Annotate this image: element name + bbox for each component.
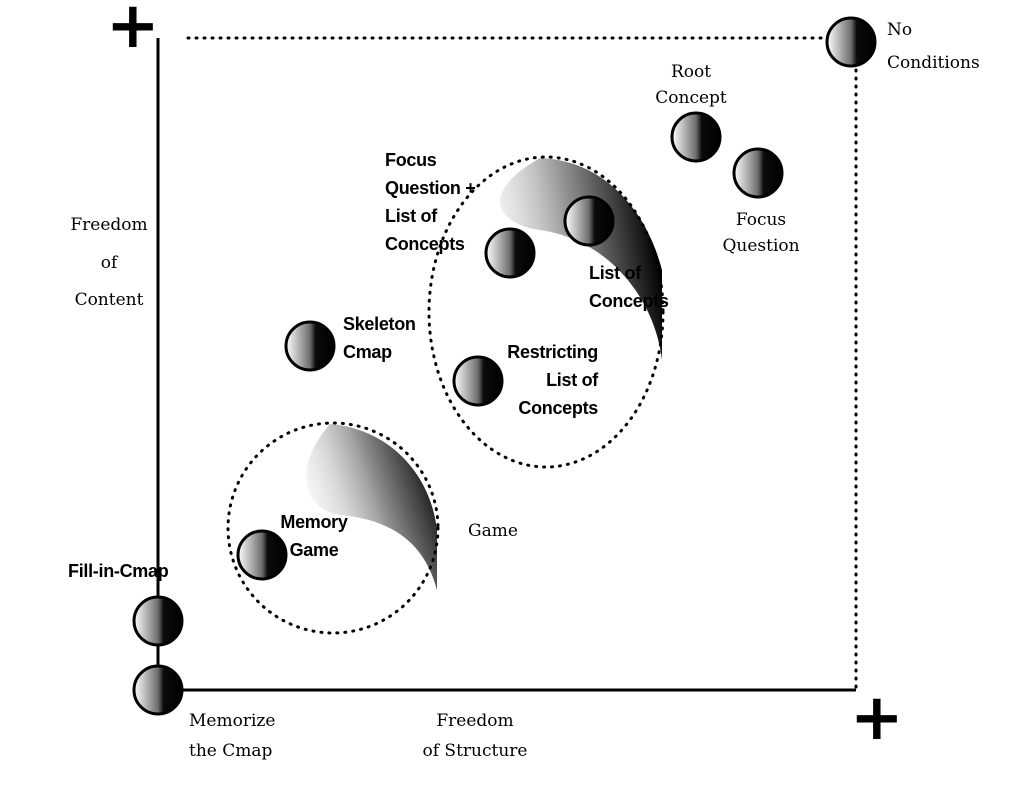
memory-game-node: [236, 529, 288, 581]
list-of-concepts-node: [563, 195, 615, 247]
focus-question-node: [732, 147, 784, 199]
y-axis-label-line: Content: [74, 290, 144, 310]
root-concept-node: [670, 111, 722, 163]
concepts-region-shading: [500, 158, 662, 360]
x-axis-label-line: Freedom: [436, 711, 514, 731]
game-region-shading: [306, 424, 437, 590]
label-line: Root: [670, 62, 712, 82]
label-line: Memorize: [189, 711, 276, 731]
no-conditions-node: [825, 16, 877, 68]
game-region-label: Game: [468, 521, 518, 541]
label-line: Conditions: [887, 53, 980, 73]
label-line: Concepts: [385, 234, 465, 254]
x-axis-plus-sign: +: [850, 681, 904, 755]
no-conditions-label: No Conditions: [887, 17, 980, 76]
label-line: Skeleton: [343, 314, 416, 334]
y-axis-label: Freedom of Content: [64, 212, 154, 313]
label-line: List of: [546, 370, 598, 390]
label-line: List of: [385, 206, 437, 226]
label-line: Question: [722, 236, 800, 256]
focus-question-list-node: [484, 227, 536, 279]
label-line: Memory: [280, 512, 348, 532]
node-balls: [132, 16, 877, 716]
y-axis-plus-sign: +: [106, 0, 160, 63]
game-region-outline: [226, 421, 440, 635]
focus-question-list-label: Focus Question + List of Concepts: [385, 146, 476, 258]
restricting-list-node: [452, 355, 504, 407]
label-line: List of: [589, 263, 641, 283]
label-line: Focus: [735, 210, 787, 230]
label-line: the Cmap: [189, 741, 273, 761]
fill-in-cmap-node: [132, 595, 184, 647]
focus-question-label: Focus Question: [716, 207, 806, 259]
root-concept-label: Root Concept: [646, 59, 736, 111]
label-line: Concepts: [589, 291, 669, 311]
y-axis-label-line: of: [100, 253, 118, 273]
memorize-cmap-label: Memorize the Cmap: [189, 708, 275, 764]
fill-in-cmap-label: Fill-in-Cmap: [68, 561, 169, 581]
label-line: Concept: [655, 88, 727, 108]
restricting-list-label: Restricting List of Concepts: [478, 338, 598, 422]
y-axis-label-line: Freedom: [70, 215, 148, 235]
label-line: Concepts: [518, 398, 598, 418]
label-line: No: [887, 20, 913, 40]
label-line: Question +: [385, 178, 476, 198]
skeleton-cmap-node: [284, 320, 336, 372]
label-line: Game: [289, 540, 339, 560]
x-axis-label-line: of Structure: [422, 741, 528, 761]
label-line: Cmap: [343, 342, 392, 362]
concepts-region-outline: [427, 155, 665, 469]
label-line: Focus: [385, 150, 437, 170]
memory-game-label: Memory Game: [262, 508, 366, 564]
list-of-concepts-label: List of Concepts: [589, 259, 669, 315]
memorize-cmap-node: [132, 664, 184, 716]
x-axis-label: Freedom of Structure: [410, 708, 540, 764]
label-line: Restricting: [507, 342, 598, 362]
skeleton-cmap-label: Skeleton Cmap: [343, 310, 416, 366]
